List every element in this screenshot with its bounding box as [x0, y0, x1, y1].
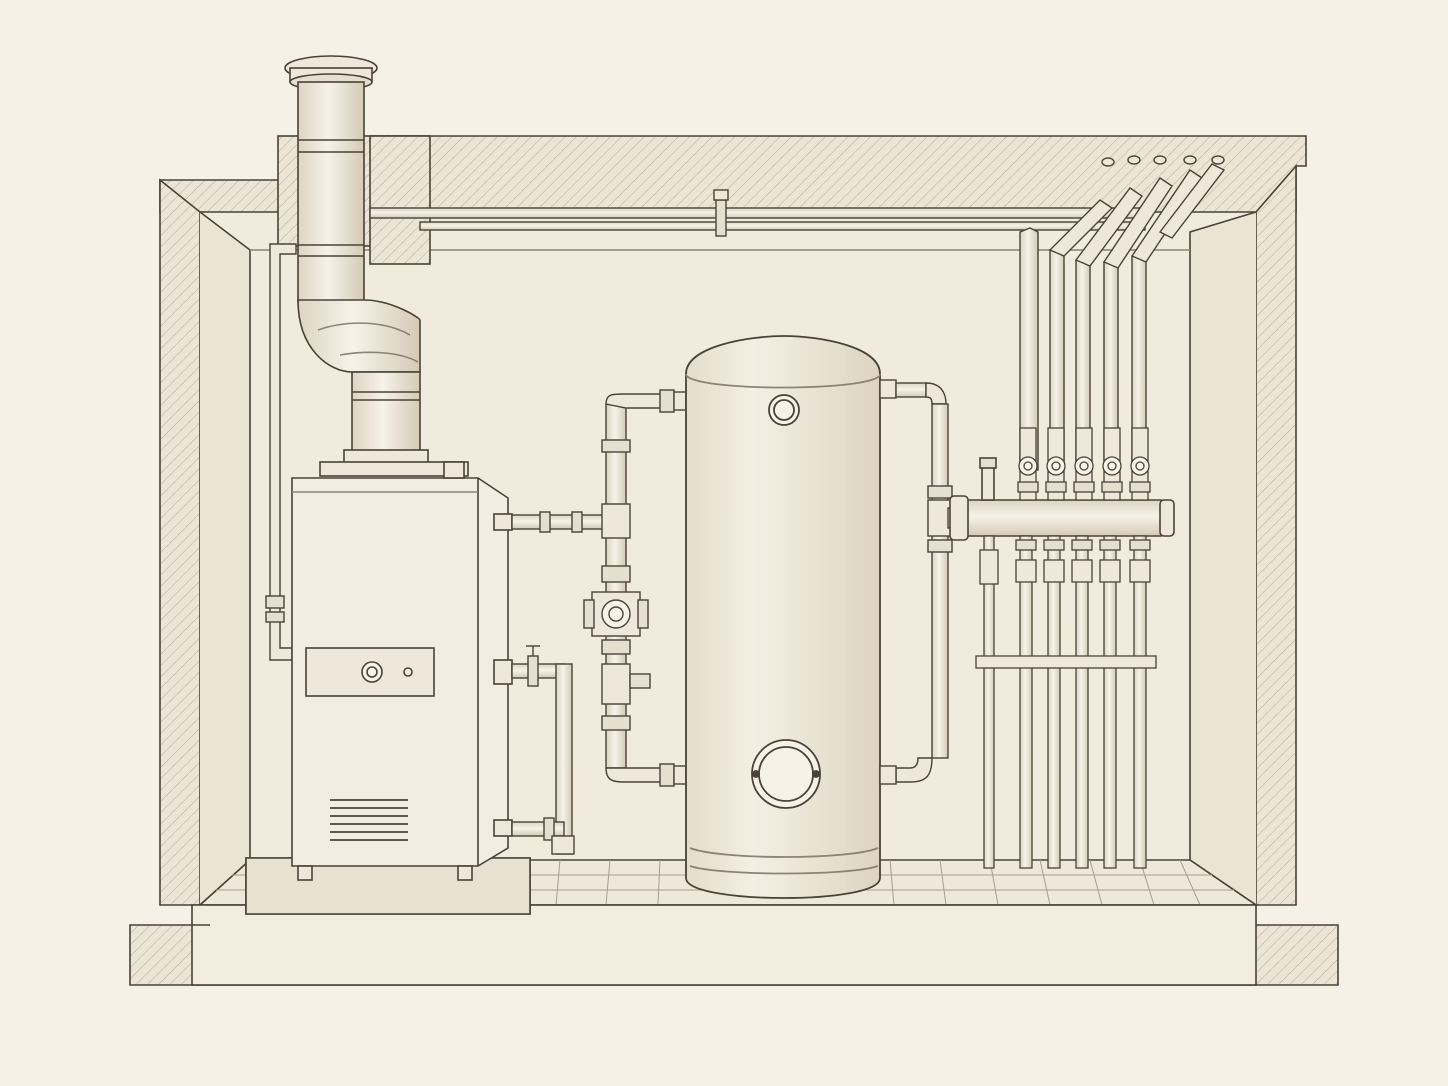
return-pipe-1 — [1015, 535, 1037, 869]
right-wall-inner — [1189, 211, 1257, 906]
return-pipe-3 — [1071, 535, 1093, 869]
right-wall — [1255, 163, 1297, 906]
valve-wheel-icon — [1130, 456, 1150, 476]
tank-inspection-hatch — [751, 739, 821, 809]
return-pipe-2 — [1043, 535, 1065, 869]
return-pipe-4 — [1099, 535, 1121, 869]
left-wall-inner — [199, 211, 251, 906]
pump-column-pipe — [605, 403, 627, 769]
ceiling-slab — [387, 135, 1307, 213]
valve-wheel-icon — [1018, 456, 1038, 476]
hot-water-storage-tank — [685, 335, 881, 899]
circuit-valve-2 — [1045, 427, 1067, 501]
distribution-manifold — [949, 457, 1175, 541]
gas-supply-pipe — [265, 243, 297, 661]
return-pipe-0 — [979, 535, 999, 869]
circulation-pump — [583, 591, 649, 637]
valve-wheel-icon — [1046, 456, 1066, 476]
return-pipe-5 — [1129, 535, 1151, 869]
left-wall — [159, 178, 201, 906]
valve-wheel-icon — [1074, 456, 1094, 476]
valve-wheel-icon — [1102, 456, 1122, 476]
flue-stack — [297, 81, 365, 303]
boiler-vent — [330, 799, 408, 841]
circuit-valve-1 — [1017, 427, 1039, 501]
circuit-valve-5 — [1129, 427, 1151, 501]
manifold-body — [955, 499, 1169, 537]
indicator-light-icon — [403, 667, 413, 677]
boiler-flow-pipes — [511, 389, 687, 787]
flue-lower-stack — [351, 371, 421, 461]
tank-manifold-pipes — [879, 379, 959, 785]
riser-3 — [1074, 187, 1144, 471]
riser-6 — [1158, 163, 1226, 239]
gas-boiler — [245, 461, 531, 915]
pipe-hanger — [715, 199, 727, 237]
pipe-bracket — [975, 655, 1157, 669]
manifold-upper-valves — [1017, 427, 1151, 501]
circuit-valve-4 — [1101, 427, 1123, 501]
floor-slab — [191, 904, 1257, 986]
circuit-valve-3 — [1073, 427, 1095, 501]
boiler-return-pipe — [511, 645, 575, 855]
riser-4 — [1102, 177, 1173, 471]
manifold-return-pipes — [975, 535, 1157, 869]
flue-pipe — [277, 55, 469, 477]
control-knob-icon — [361, 661, 383, 683]
flue-collar — [369, 135, 431, 265]
